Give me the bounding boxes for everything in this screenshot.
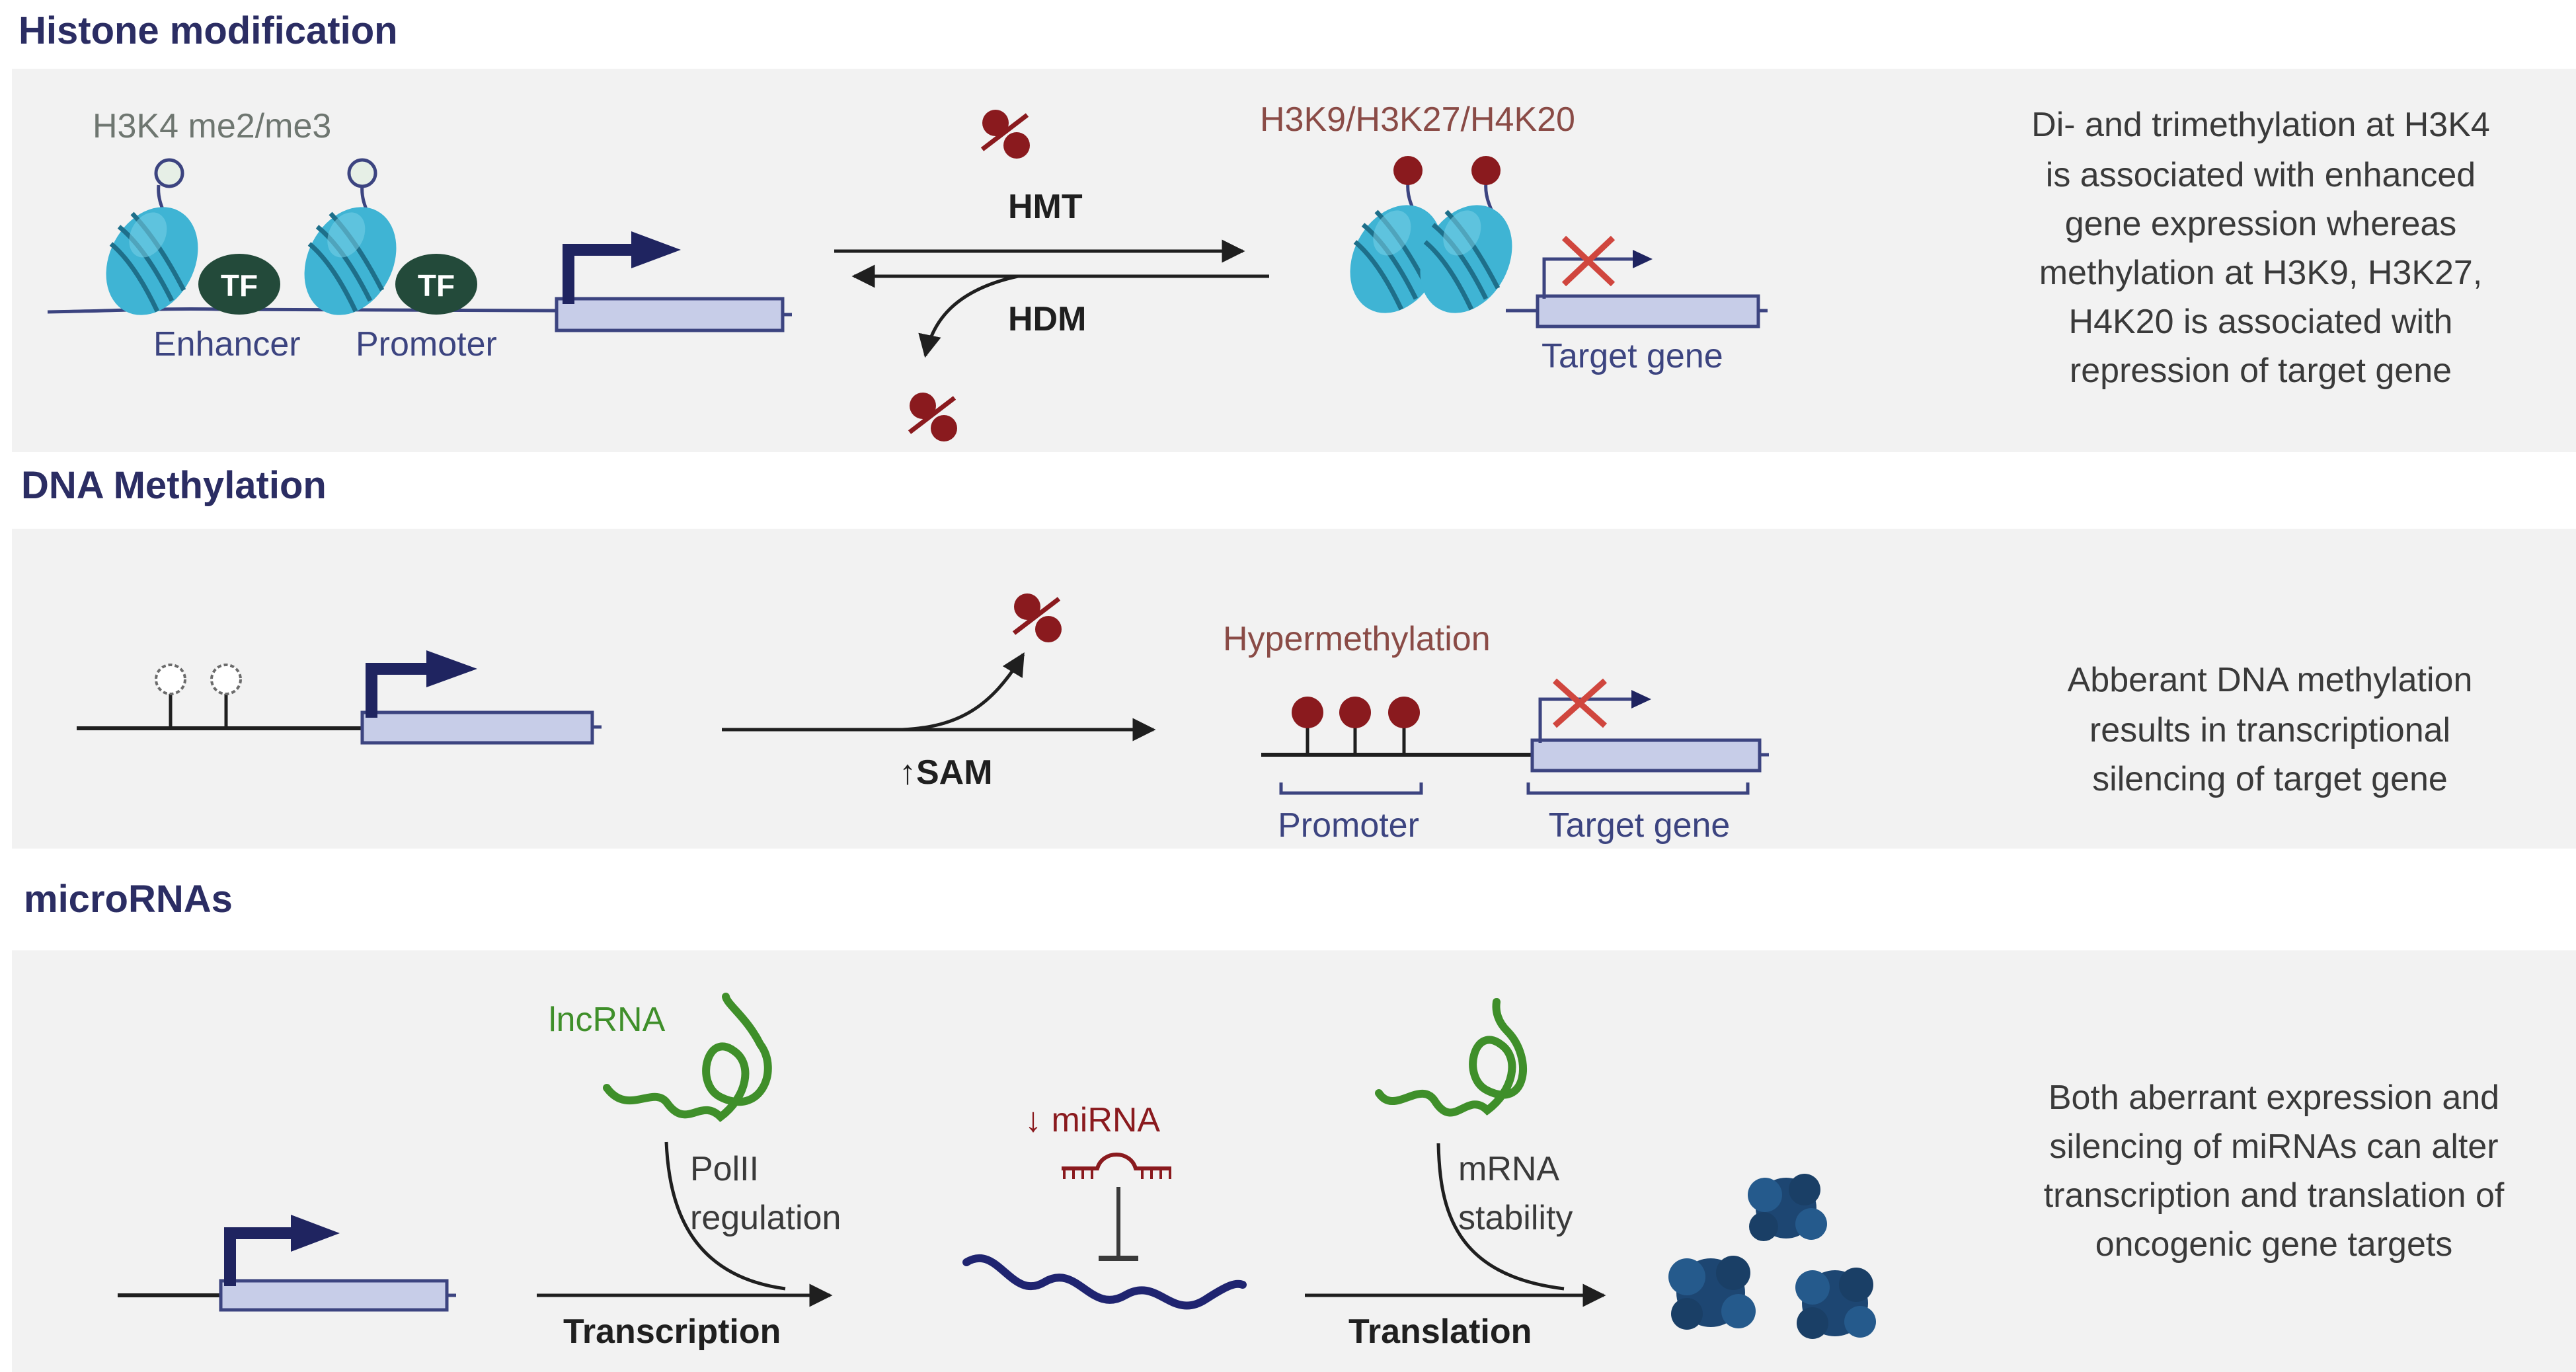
protein-cluster-2 bbox=[1668, 1256, 1756, 1330]
tss-arrow-repressed bbox=[1542, 250, 1653, 299]
label-h3k4: H3K4 me2/me3 bbox=[93, 107, 331, 145]
desc-histone-line-3: gene expression whereas bbox=[2065, 205, 2457, 243]
lncrna-strand-1 bbox=[603, 993, 772, 1122]
arrow-mrna-curve bbox=[1436, 1143, 1565, 1291]
label-translation: Translation bbox=[1348, 1313, 1532, 1351]
desc-histone-line-6: repression of target gene bbox=[2070, 352, 2452, 390]
desc-histone-line-2: is associated with enhanced bbox=[2046, 156, 2476, 194]
gene-box-dna-right bbox=[1530, 738, 1762, 773]
description-dna: Abberant DNA methylation results in tran… bbox=[2068, 661, 2473, 798]
arrow-hdm-release bbox=[918, 274, 1019, 358]
description-histone: Di- and trimethylation at H3K4 is associ… bbox=[2031, 106, 2490, 390]
gene-box-repressed bbox=[1536, 294, 1760, 328]
label-target-gene-dna: Target gene bbox=[1549, 806, 1731, 845]
tss-arrow-histone bbox=[563, 231, 681, 304]
protein-cluster-3 bbox=[1795, 1268, 1876, 1339]
desc-histone-line-5: H4K20 is associated with bbox=[2069, 303, 2453, 341]
description-mirna: Both aberrant expression and silencing o… bbox=[2044, 1079, 2505, 1264]
unmethylated-site-1 bbox=[155, 664, 186, 728]
tf-2: TF bbox=[395, 254, 477, 315]
inhibition-bar bbox=[1099, 1187, 1138, 1261]
tf-2-label: TF bbox=[418, 268, 455, 303]
label-mrna-2: stability bbox=[1458, 1199, 1573, 1237]
desc-histone-line-4: methylation at H3K9, H3K27, bbox=[2039, 254, 2483, 292]
label-polii-1: PolII bbox=[690, 1150, 759, 1188]
tf-1: TF bbox=[198, 254, 280, 315]
desc-dna-line-3: silencing of target gene bbox=[2092, 760, 2448, 798]
label-h3k9: H3K9/H3K27/H4K20 bbox=[1260, 100, 1575, 139]
label-hmt: HMT bbox=[1008, 188, 1083, 226]
section-title-mirna: microRNAs bbox=[24, 878, 233, 921]
methylated-site-1 bbox=[1292, 697, 1323, 755]
label-hypermethylation: Hypermethylation bbox=[1223, 620, 1491, 658]
protein-cluster-1 bbox=[1748, 1174, 1827, 1241]
label-polii-2: regulation bbox=[690, 1199, 841, 1237]
bracket-promoter bbox=[1279, 782, 1423, 795]
tf-1-label: TF bbox=[221, 268, 258, 303]
arrow-sam-branch bbox=[902, 652, 1025, 732]
desc-histone-line-1: Di- and trimethylation at H3K4 bbox=[2031, 106, 2490, 144]
gene-box-histone bbox=[555, 297, 785, 332]
section-title-dna: DNA Methylation bbox=[21, 464, 327, 507]
label-mirna: ↓ miRNA bbox=[1025, 1101, 1160, 1139]
label-target-gene-histone: Target gene bbox=[1542, 337, 1723, 375]
desc-mirna-line-2: silencing of miRNAs can alter bbox=[2049, 1127, 2498, 1166]
desc-dna-line-1: Abberant DNA methylation bbox=[2068, 661, 2473, 699]
mirna-hairpin bbox=[1062, 1153, 1171, 1179]
methylated-site-3 bbox=[1388, 697, 1420, 755]
bracket-target-gene bbox=[1526, 782, 1750, 795]
tss-arrow-dna-left bbox=[366, 650, 477, 718]
desc-mirna-line-4: oncogenic gene targets bbox=[2095, 1225, 2453, 1264]
cross-icon-dna bbox=[1552, 678, 1608, 728]
unmethylated-site-2 bbox=[210, 664, 242, 728]
label-lncrna: lncRNA bbox=[549, 1001, 666, 1039]
label-sam: ↑SAM bbox=[899, 753, 993, 792]
mrna-wave bbox=[962, 1254, 1247, 1310]
lncrna-strand-2 bbox=[1375, 998, 1527, 1117]
tss-arrow-dna-right bbox=[1538, 690, 1651, 743]
label-promoter-dna: Promoter bbox=[1278, 806, 1419, 845]
label-promoter: Promoter bbox=[356, 325, 497, 363]
desc-mirna-line-3: transcription and translation of bbox=[2044, 1176, 2505, 1215]
section-title-histone: Histone modification bbox=[19, 9, 398, 52]
gene-box-dna-left bbox=[360, 710, 594, 745]
label-hdm: HDM bbox=[1008, 300, 1086, 338]
tss-arrow-mirna bbox=[224, 1215, 340, 1286]
label-mrna-1: mRNA bbox=[1458, 1150, 1559, 1188]
panel-dna bbox=[12, 529, 2576, 849]
arrow-polii-curve bbox=[664, 1141, 786, 1291]
label-transcription: Transcription bbox=[563, 1313, 781, 1351]
methylated-site-2 bbox=[1339, 697, 1371, 755]
desc-dna-line-2: results in transcriptional bbox=[2089, 711, 2450, 749]
cross-icon-histone bbox=[1561, 235, 1616, 287]
gene-box-mirna bbox=[219, 1279, 449, 1312]
desc-mirna-line-1: Both aberrant expression and bbox=[2049, 1079, 2499, 1117]
label-enhancer: Enhancer bbox=[153, 325, 301, 363]
